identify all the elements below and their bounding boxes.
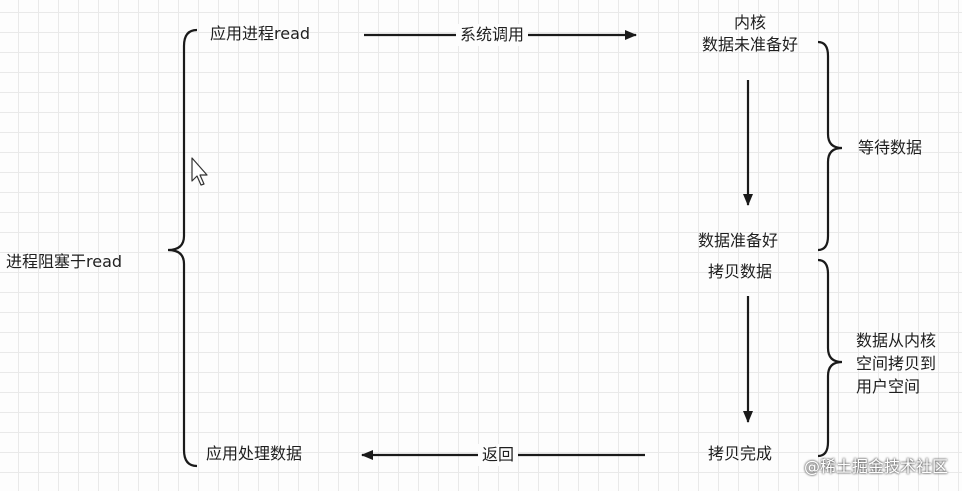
mouse-cursor-icon — [191, 157, 208, 186]
copy-desc-line-1: 数据从内核 — [856, 331, 937, 350]
copy-desc-line-2: 空间拷贝到 — [856, 354, 937, 373]
kernel-line-1: 内核 — [733, 13, 766, 32]
waiting-label: 等待数据 — [858, 138, 923, 157]
syscall-label: 系统调用 — [456, 24, 529, 46]
kernel-label: 内核 数据未准备好 — [680, 12, 820, 56]
blocked-brace — [167, 28, 198, 468]
return-label: 返回 — [478, 444, 519, 466]
waiting-brace — [817, 40, 843, 252]
watermark: @稀土掘金技术社区 — [803, 457, 948, 476]
copy-brace — [817, 258, 843, 458]
copy-desc-line-3: 用户空间 — [856, 377, 921, 396]
blocked-label: 进程阻塞于read — [6, 252, 123, 271]
copy-done-label: 拷贝完成 — [708, 444, 773, 463]
app-process-label: 应用处理数据 — [206, 444, 303, 463]
copy-data-label: 拷贝数据 — [708, 262, 773, 281]
kernel-line-2: 数据未准备好 — [701, 35, 798, 54]
app-read-label: 应用进程read — [210, 24, 311, 43]
data-ready-label: 数据准备好 — [698, 231, 779, 250]
copy-desc-label: 数据从内核 空间拷贝到 用户空间 — [856, 329, 936, 398]
